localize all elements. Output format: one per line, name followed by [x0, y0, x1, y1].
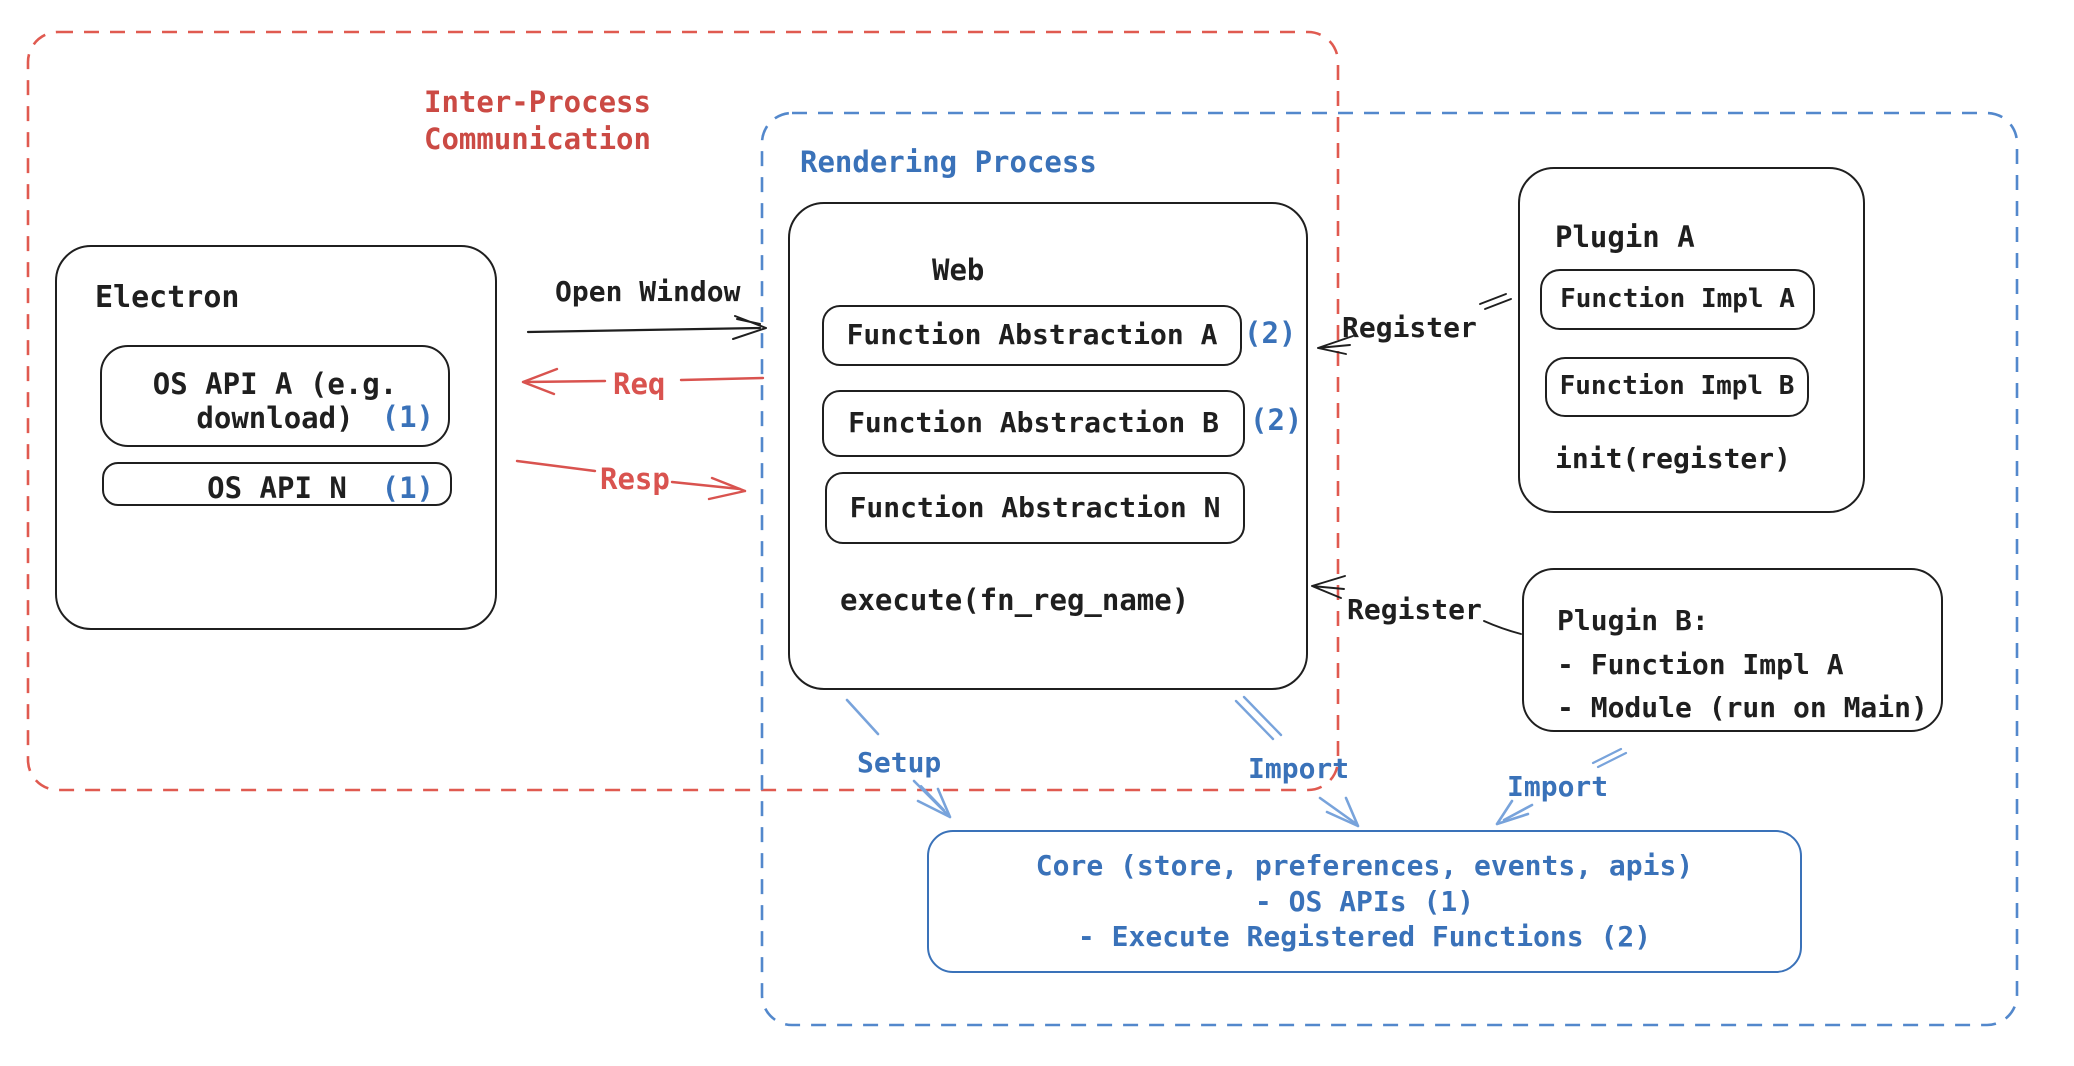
os-api-n-box: OS API N (1) — [102, 462, 452, 506]
electron-title: Electron — [95, 280, 240, 315]
rendering-process-label: Rendering Process — [800, 145, 1097, 179]
import-web-label: Import — [1248, 752, 1350, 785]
function-abstraction-a-label: Function Abstraction A — [846, 318, 1218, 352]
ipc-label-line1: Inter-Process — [424, 85, 651, 119]
function-impl-b-label: Function Impl B — [1559, 371, 1795, 402]
function-impl-a-label: Function Impl A — [1560, 283, 1795, 314]
core-box: Core (store, preferences, events, apis)-… — [927, 830, 1802, 973]
web-title: Web — [932, 253, 985, 287]
os-api-a-box: OS API A (e.g. download) (1) — [100, 345, 450, 447]
plugin-a-title: Plugin A — [1555, 220, 1695, 254]
function-abstraction-b-box: Function Abstraction B — [822, 390, 1245, 457]
plugin-b-item-1: - Function Impl A — [1557, 647, 1844, 681]
plugin-b-text: Plugin B: - Function Impl A - Module (run … — [1557, 599, 1928, 730]
req-label: Req — [613, 367, 666, 401]
os-api-a-line1: OS API A (e.g. — [152, 367, 398, 401]
setup-label: Setup — [857, 746, 942, 779]
function-abstraction-a-ref: (2) — [1244, 316, 1297, 350]
function-abstraction-a-box: Function Abstraction A — [822, 305, 1242, 366]
core-line3: - Execute Registered Functions (2) — [1077, 920, 1652, 954]
function-abstraction-n-box: Function Abstraction N — [825, 472, 1245, 544]
core-line1: Core (store, preferences, events, apis) — [1035, 849, 1694, 883]
function-abstraction-b-ref: (2) — [1250, 403, 1303, 437]
resp-label: Resp — [600, 462, 670, 496]
core-line2: - OS APIs (1) — [1254, 884, 1475, 918]
import-plugin-b-label: Import — [1507, 770, 1609, 803]
register-plugin-b-label: Register — [1347, 593, 1482, 626]
plugin-b-title: Plugin B: — [1557, 604, 1709, 637]
os-api-a-ref: (1) — [381, 400, 434, 434]
open-window-label: Open Window — [555, 275, 741, 308]
execute-label: execute(fn_reg_name) — [840, 583, 1190, 617]
function-abstraction-b-label: Function Abstraction B — [848, 406, 1219, 440]
web-box: Web Function Abstraction A Function Abst… — [788, 202, 1308, 690]
function-abstraction-n-label: Function Abstraction N — [849, 490, 1221, 524]
function-impl-a-box: Function Impl A — [1540, 269, 1815, 330]
electron-box: Electron OS API A (e.g. download) (1) OS… — [55, 245, 497, 630]
core-text: Core (store, preferences, events, apis)-… — [1036, 848, 1693, 955]
register-plugin-a-label: Register — [1342, 311, 1477, 344]
plugin-b-box: Plugin B: - Function Impl A - Module (run … — [1522, 568, 1943, 732]
function-impl-b-box: Function Impl B — [1545, 357, 1809, 417]
init-register-label: init(register) — [1555, 442, 1792, 475]
plugin-b-item-2: - Module (run on Main) — [1557, 691, 1928, 724]
os-api-n-ref: (1) — [381, 471, 434, 505]
ipc-label-line2: Communication — [424, 122, 651, 156]
plugin-a-box: Plugin A Function Impl A Function Impl B… — [1518, 167, 1865, 513]
